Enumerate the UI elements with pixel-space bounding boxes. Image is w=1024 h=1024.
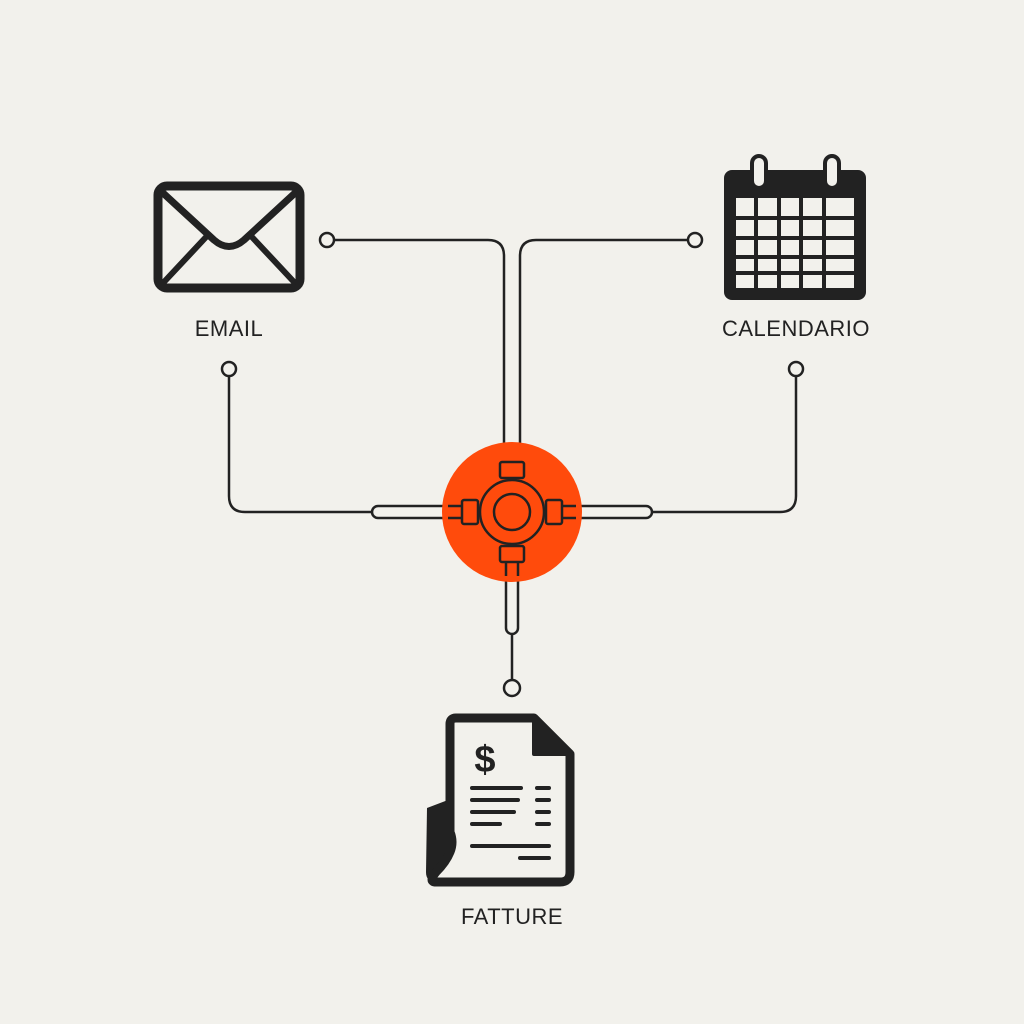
hub-stub-left	[448, 504, 462, 520]
endpoint-calendar-top	[686, 231, 704, 249]
endpoints	[220, 231, 805, 698]
endpoint-calendar-bottom	[787, 360, 805, 378]
hub-stub-right	[562, 504, 576, 520]
hub-arm-right	[544, 498, 564, 526]
connector-email-top	[333, 238, 506, 457]
hub-ring-inner	[492, 492, 532, 532]
invoice-icon: $	[426, 713, 575, 887]
hub-arm-top	[498, 460, 526, 480]
hub-accent-disc	[442, 442, 582, 582]
endpoint-email-top	[318, 231, 336, 249]
connector-calendar-bottom	[650, 374, 798, 514]
envelope-icon	[153, 181, 305, 293]
hub-arm-left	[460, 498, 480, 526]
hub-arm-bottom	[498, 544, 526, 564]
endpoint-email-bottom	[220, 360, 238, 378]
connector-lines	[227, 238, 798, 681]
calendar-icon	[724, 154, 866, 300]
calendar-label: CALENDARIO	[722, 316, 870, 341]
email-label: EMAIL	[195, 316, 264, 341]
invoices-label: FATTURE	[461, 904, 563, 929]
connector-calendar-top	[518, 238, 690, 457]
hub-ring-outer	[478, 478, 546, 546]
endpoint-invoices	[502, 678, 522, 698]
invoice-currency-symbol: $	[474, 739, 495, 781]
hub-stub-bottom	[504, 562, 520, 576]
hub-connector-icon	[442, 442, 582, 582]
connector-email-bottom	[227, 374, 374, 514]
